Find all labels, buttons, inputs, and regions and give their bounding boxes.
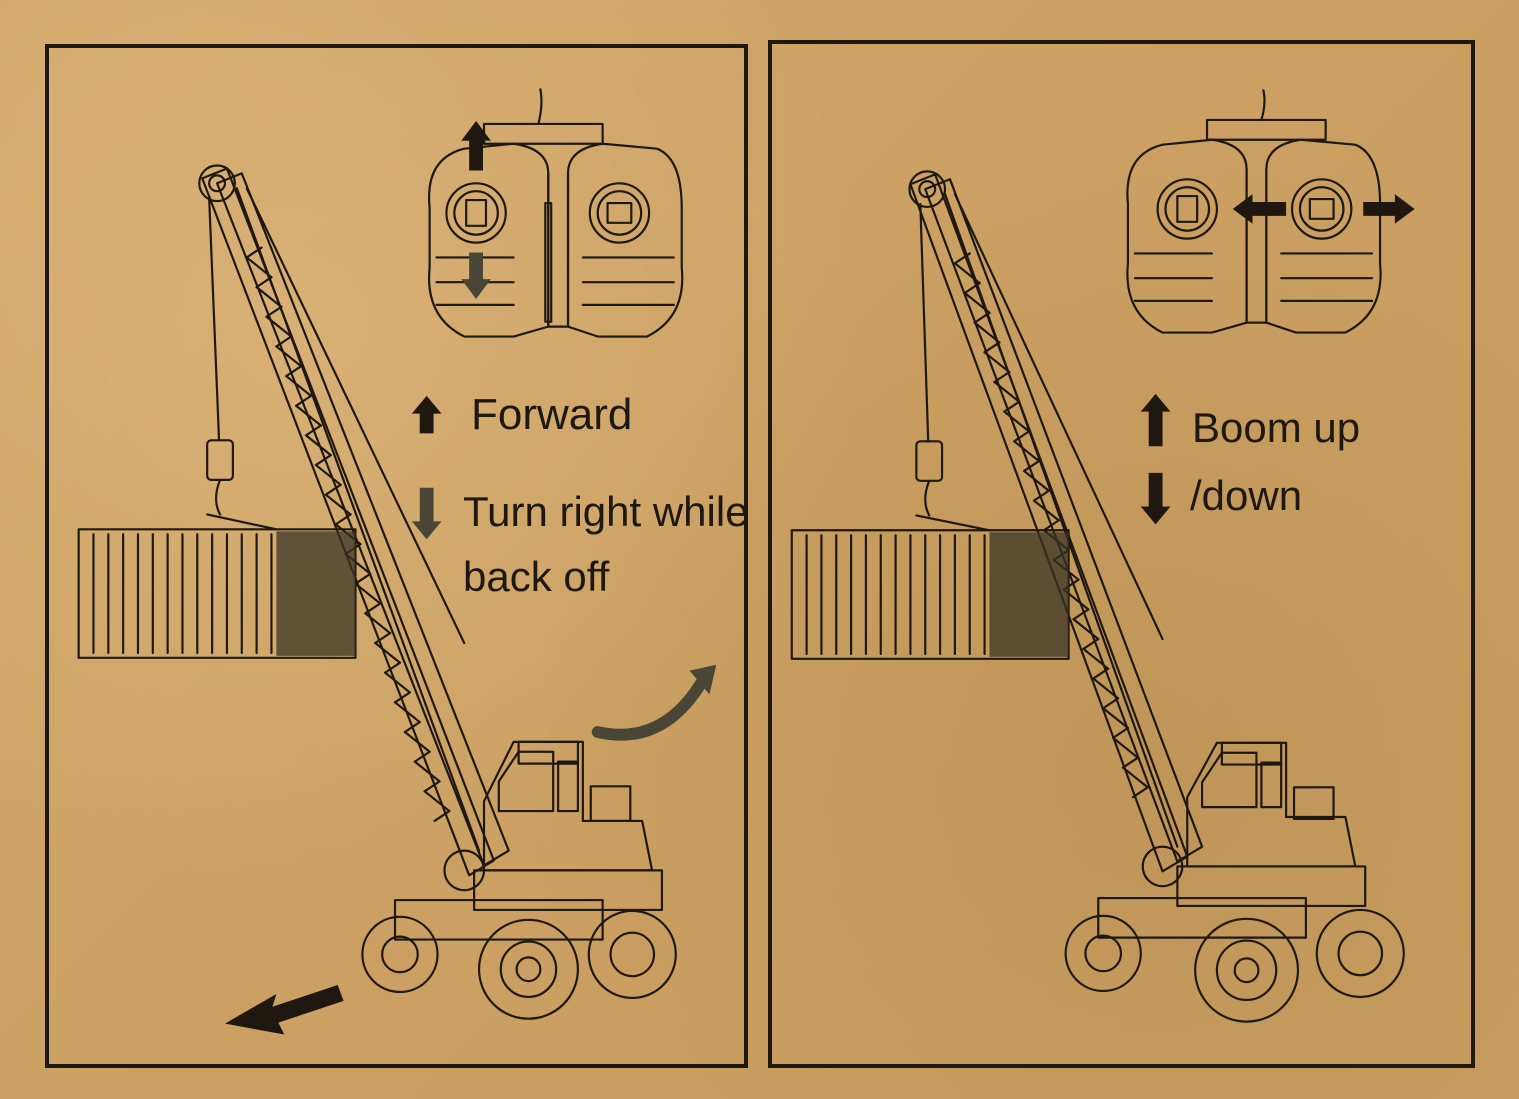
crane-truck-illustration	[49, 48, 744, 1064]
up-arrow-icon	[412, 396, 442, 434]
turn-label-line2: back off	[463, 553, 609, 601]
instruction-panel-forward: Forward Turn right while back off	[45, 44, 748, 1068]
down-arrow-icon	[412, 488, 442, 539]
boom-label-line1: Boom up	[1192, 404, 1360, 452]
forward-label: Forward	[471, 390, 632, 440]
boom-label-line2: /down	[1190, 472, 1302, 520]
curved-turn-arrow-icon	[598, 665, 717, 735]
down-arrow-icon	[1141, 473, 1171, 524]
remote-controller-icon	[1127, 90, 1414, 332]
up-arrow-icon	[1141, 394, 1171, 446]
reverse-arrow-icon	[225, 985, 344, 1034]
remote-controller-icon	[429, 89, 682, 336]
instruction-panel-boom: Boom up /down	[768, 40, 1475, 1068]
crane-truck-illustration	[772, 44, 1471, 1064]
turn-label-line1: Turn right while	[463, 488, 749, 536]
